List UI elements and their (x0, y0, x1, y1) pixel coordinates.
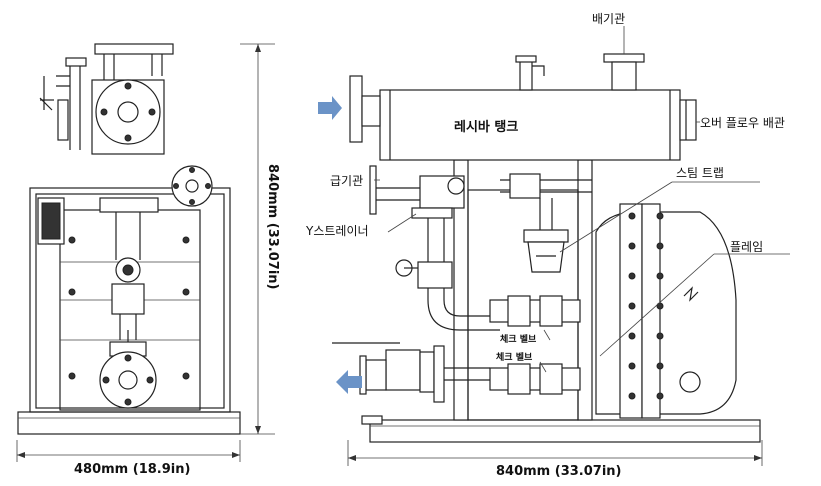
inlet-arrow-icon (318, 96, 342, 120)
steam-trap-label: 스팀 트랩 (676, 166, 724, 180)
front-dimension-lines (16, 43, 275, 462)
feed-pipe-label: 급기관 (330, 174, 364, 188)
vent-pipe-label: 배기관 (592, 12, 626, 26)
outlet-arrow-icon (336, 370, 362, 394)
check-valve-label-2: 체크 벨브 (496, 353, 533, 363)
height-dimension: 840mm (33.07in) (265, 164, 280, 290)
y-strainer-label: Y스트레이너 (306, 224, 369, 238)
side-dimension-lines (347, 440, 763, 466)
frame-label: 플레임 (730, 240, 764, 254)
overflow-pipe-label: 오버 플로우 배관 (700, 116, 785, 130)
side-width-dimension: 840mm (33.07in) (496, 464, 622, 479)
side-view (332, 53, 761, 443)
check-valve-label-1: 체크 벨브 (500, 335, 537, 345)
callout-lines (374, 26, 790, 373)
front-view (17, 43, 241, 435)
front-width-dimension: 480mm (18.9in) (74, 462, 191, 477)
flow-arrows (318, 96, 362, 394)
receiver-tank-label: 레시바 탱크 (454, 120, 519, 135)
